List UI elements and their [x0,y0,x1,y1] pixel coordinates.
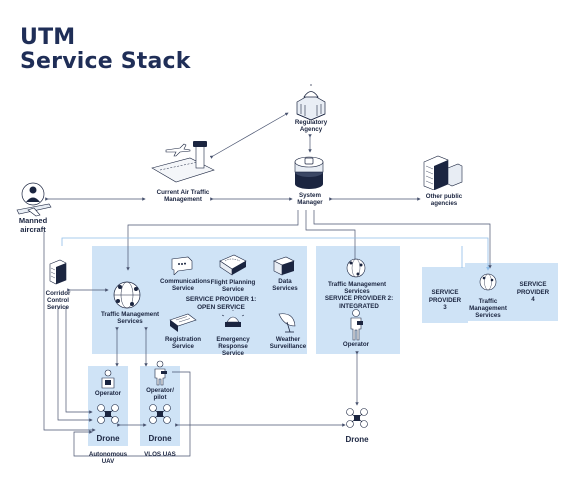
regulatory-agency-label: Regulatory Agency [294,119,328,133]
link-vlos-outer [73,371,191,457]
flight-planning-label: Flight Planning Service [210,279,256,293]
registration-label: Registration Service [164,336,202,350]
chat-bubble-icon [171,256,193,275]
data-stack-icon [273,256,295,276]
link-atm-regulatory [209,112,289,159]
corridor-control-label: Corridor Control Service [45,290,71,311]
emergency-beacon-icon [222,310,244,327]
sp1-tms-label: Traffic Management Services [100,311,160,325]
airport-tower-icon [151,141,215,183]
sp3-panel [422,267,468,323]
title-line-2: Service Stack [20,49,191,74]
sp1-heading: SERVICE PROVIDER 1: OPEN SERVICE [185,296,257,311]
weather-dish-icon [278,313,296,333]
operator-person-icon [350,309,363,341]
autonomous-drone-label: Drone [96,434,120,443]
sp2-drone-label: Drone [345,435,369,444]
operator-person-icon [101,369,115,389]
sp2-operator-label: Operator [342,341,370,348]
control-tower-icon [49,259,67,285]
autonomous-caption: Autonomous UAV [88,451,128,465]
sp2-heading: SERVICE PROVIDER 2: INTEGRATED [324,295,394,310]
page-title: UTM Service Stack [20,26,191,74]
sp2-tms-label: Traffic Management Services [327,281,387,295]
manned-aircraft-icon [16,182,52,217]
globe-network-icon [113,281,141,309]
vlos-operator-label: Operator/ pilot [146,387,174,401]
weather-label: Weather Surveillance [269,336,307,350]
globe-network-icon [346,258,366,278]
link-system-sp1 [126,210,299,271]
sp4-heading: SERVICE PROVIDER 4 [516,281,550,303]
system-manager-label: System Manager [297,192,323,206]
current-atm-label: Current Air Traffic Management [156,189,210,203]
vlos-panel [140,366,180,446]
vlos-caption: VLOS UAS [144,451,176,458]
data-services-label: Data Services [272,278,298,292]
link-corridor-down-2 [65,306,93,414]
communications-label: Communications Service [160,278,211,292]
drone-icon [97,404,119,424]
link-corridor-down [57,306,93,422]
database-server-icon [294,156,324,189]
link-manned-sp [61,237,490,271]
drone-icon [346,408,368,428]
sp4-panel [465,263,558,321]
emergency-label: Emergency Response Service [216,336,250,357]
sp4-tms-label: Traffic Management Services [469,298,507,319]
sp3-heading: SERVICE PROVIDER 3 [428,289,462,311]
globe-network-icon [479,273,497,291]
government-building-icon [296,84,326,120]
pilot-person-icon [154,360,167,386]
autonomous-operator-label: Operator [94,390,122,397]
map-route-icon [219,254,247,276]
other-agencies-label: Other public agencies [425,193,463,207]
document-form-icon [169,313,197,332]
vlos-drone-label: Drone [148,434,172,443]
office-buildings-icon [423,155,463,190]
drone-icon [149,404,171,424]
manned-aircraft-label: Manned aircraft [18,216,48,234]
link-system-sp2 [305,210,357,263]
title-line-1: UTM [20,25,76,50]
link-system-sp4 [313,210,492,269]
link-manned-down [43,232,96,432]
